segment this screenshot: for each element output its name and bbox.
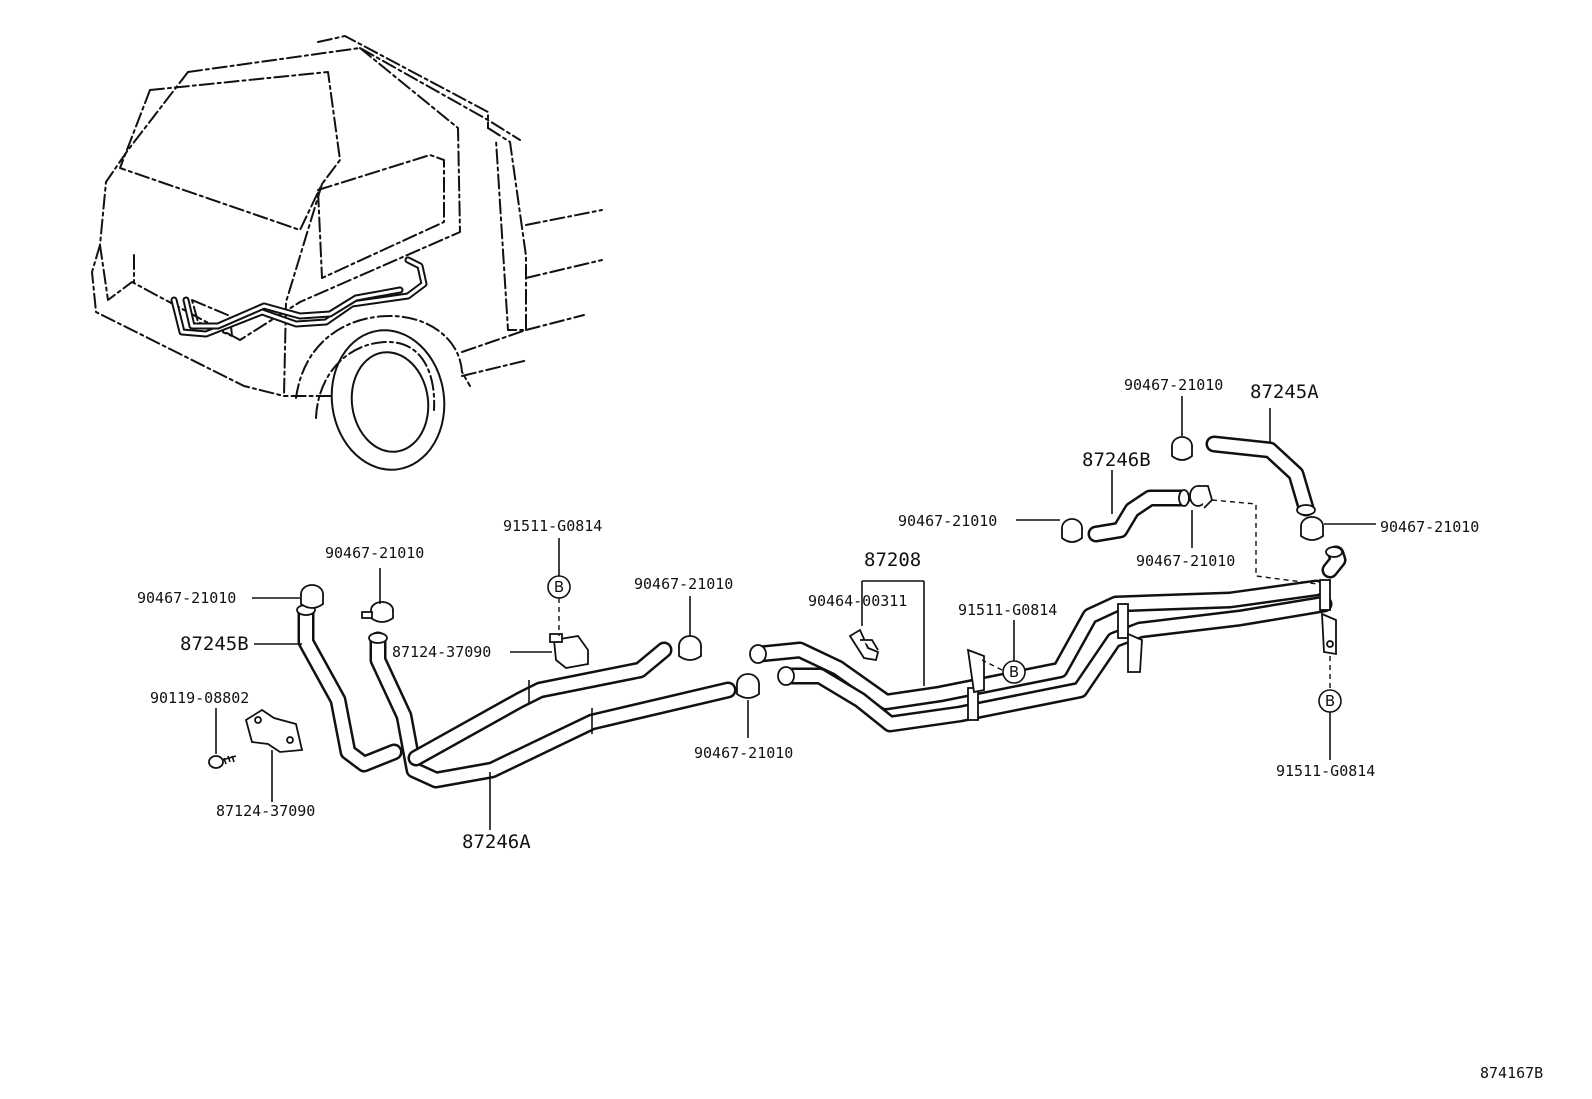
label-bolt-b-left: 91511-G0814 [503, 517, 602, 535]
label-clamp-right-mid: 90467-21010 [1136, 552, 1235, 570]
label-clamp-top-center: 90467-21010 [325, 544, 424, 562]
label-bracket-lower: 87124-37090 [216, 802, 315, 820]
callout-circle-b-right: B [1318, 689, 1342, 713]
hose-87245B-shape [296, 603, 403, 773]
label-clamp-far-right: 90467-21010 [1380, 518, 1479, 536]
bracket-mid-part [549, 633, 589, 669]
bolt-90119-part [208, 755, 237, 769]
clamp-right-left-part [1061, 518, 1083, 543]
label-bolt-b-center: 91511-G0814 [958, 601, 1057, 619]
callout-circle-b-left: B [547, 575, 571, 599]
bracket-lower-part [244, 708, 304, 753]
label-clip: 90464-00311 [808, 592, 907, 610]
diagram-id: 874167B [1480, 1064, 1543, 1082]
clamp-mid-part [678, 635, 702, 661]
pipe-87208-shape [749, 579, 1337, 733]
label-hose-87246A: 87246A [462, 831, 531, 853]
clamp-mid-lower-part [736, 673, 760, 699]
clamp-far-right-part [1300, 516, 1324, 541]
clamp-right-top-part [1171, 436, 1193, 461]
hose-right-end [1321, 545, 1347, 579]
hose-87246B-shape [1087, 489, 1191, 543]
label-bracket-mid: 87124-37090 [392, 643, 491, 661]
label-clamp-mid-lower: 90467-21010 [694, 744, 793, 762]
label-hose-87246B: 87246B [1082, 449, 1151, 471]
callout-circle-b-center: B [1002, 660, 1026, 684]
front-wheel [330, 329, 446, 471]
truck-outline [91, 35, 603, 419]
label-pipe-87208: 87208 [864, 549, 921, 571]
clamp-top-center-part [361, 601, 394, 623]
label-clamp-right-top: 90467-21010 [1124, 376, 1223, 394]
truck-hose-routing [170, 256, 428, 338]
label-hose-87245A: 87245A [1250, 381, 1319, 403]
label-bolt-b-right: 91511-G0814 [1276, 762, 1375, 780]
hose-87246A-shape [368, 631, 737, 789]
svg-text:B: B [554, 578, 564, 596]
label-clamp-right-left: 90467-21010 [898, 512, 997, 530]
leader-lines [215, 396, 1376, 830]
label-hose-87245B: 87245B [180, 633, 249, 655]
label-clamp-mid: 90467-21010 [634, 575, 733, 593]
label-bolt: 90119-08802 [150, 689, 249, 707]
svg-text:B: B [1009, 663, 1019, 681]
clamp-right-mid-part [1189, 485, 1214, 509]
clip-90464-part [848, 628, 880, 662]
svg-text:B: B [1325, 692, 1335, 710]
label-clamp-top-left: 90467-21010 [137, 589, 236, 607]
part-labels: 90467-21010 87245B 90467-21010 90119-088… [137, 376, 1543, 1082]
hose-87245A-shape [1205, 435, 1316, 517]
clamp-top-left-part [300, 584, 324, 609]
